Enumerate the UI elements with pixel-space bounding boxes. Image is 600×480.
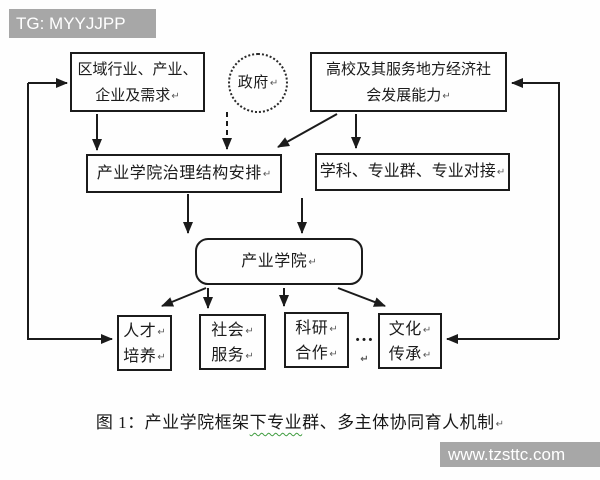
- caption-text: 图 1：产业学院框架: [95, 413, 250, 432]
- return-mark: ↵: [157, 327, 166, 338]
- return-mark: ↵: [422, 350, 432, 361]
- return-mark: ↵: [262, 169, 272, 180]
- node-talent-cultivation: 人才↵ 培养↵: [117, 315, 172, 371]
- arrow-college-to-talent: [161, 287, 207, 307]
- node-line: 传承↵: [388, 346, 432, 363]
- return-mark: ↵: [269, 78, 279, 89]
- node-line: 服务↵: [211, 347, 254, 364]
- node-line: 企业及需求↵: [95, 88, 180, 104]
- return-mark: ↵: [329, 324, 338, 335]
- node-social-service: 社会↵ 服务↵: [199, 314, 266, 370]
- node-line: 人才↵: [123, 323, 166, 340]
- return-mark: ↵: [308, 257, 317, 268]
- figure-caption: 图 1：产业学院框架下专业群、多主体协同育人机制↵: [0, 408, 600, 433]
- node-governance-structure: 产业学院治理结构安排↵: [86, 154, 282, 193]
- return-mark: ↵: [171, 91, 180, 102]
- node-government-circle: 政府↵: [228, 53, 288, 113]
- return-mark: ↵: [442, 91, 451, 102]
- node-research-cooperation: 科研↵ 合作↵: [284, 312, 349, 368]
- node-line: 文化↵: [388, 321, 432, 338]
- caption-text: 群、多主体协同育人机制: [302, 413, 495, 432]
- node-region-industry: 区域行业、产业、 企业及需求↵: [70, 52, 205, 112]
- return-mark: ↵: [245, 351, 254, 362]
- arrow-feedback-left-into-talent: [27, 83, 113, 344]
- return-mark: ↵: [495, 419, 505, 430]
- ellipsis-dots: …↵: [354, 325, 374, 365]
- node-line: 科研↵: [295, 320, 338, 337]
- return-mark: ↵: [329, 349, 338, 360]
- node-line: 高校及其服务地方经济社: [325, 62, 491, 78]
- caption-text-wavy-underlined: 下专业: [249, 413, 303, 432]
- return-mark: ↵: [245, 326, 254, 337]
- node-line: 社会↵: [211, 322, 254, 339]
- node-industry-college: 产业学院↵: [195, 238, 363, 285]
- node-line: 合作↵: [295, 345, 338, 362]
- arrow-feedback-right-into-university: [511, 78, 560, 339]
- arrow-university-to-governance: [277, 113, 338, 148]
- arrow-college-to-culture: [337, 287, 386, 307]
- node-culture-inheritance: 文化↵ 传承↵: [378, 313, 442, 369]
- node-line: 培养↵: [123, 348, 166, 365]
- watermark-top: TG: MYYJJPP: [9, 9, 156, 38]
- watermark-bottom: www.tzsttc.com: [440, 442, 600, 467]
- node-university-capability: 高校及其服务地方经济社 会发展能力↵: [310, 52, 507, 112]
- node-discipline-alignment: 学科、专业群、专业对接↵: [315, 153, 510, 191]
- return-mark: ↵: [422, 325, 432, 336]
- return-mark: ↵: [360, 354, 369, 365]
- node-line: 会发展能力↵: [366, 88, 451, 104]
- node-line: 区域行业、产业、: [77, 62, 198, 78]
- return-mark: ↵: [496, 167, 506, 178]
- return-mark: ↵: [157, 352, 166, 363]
